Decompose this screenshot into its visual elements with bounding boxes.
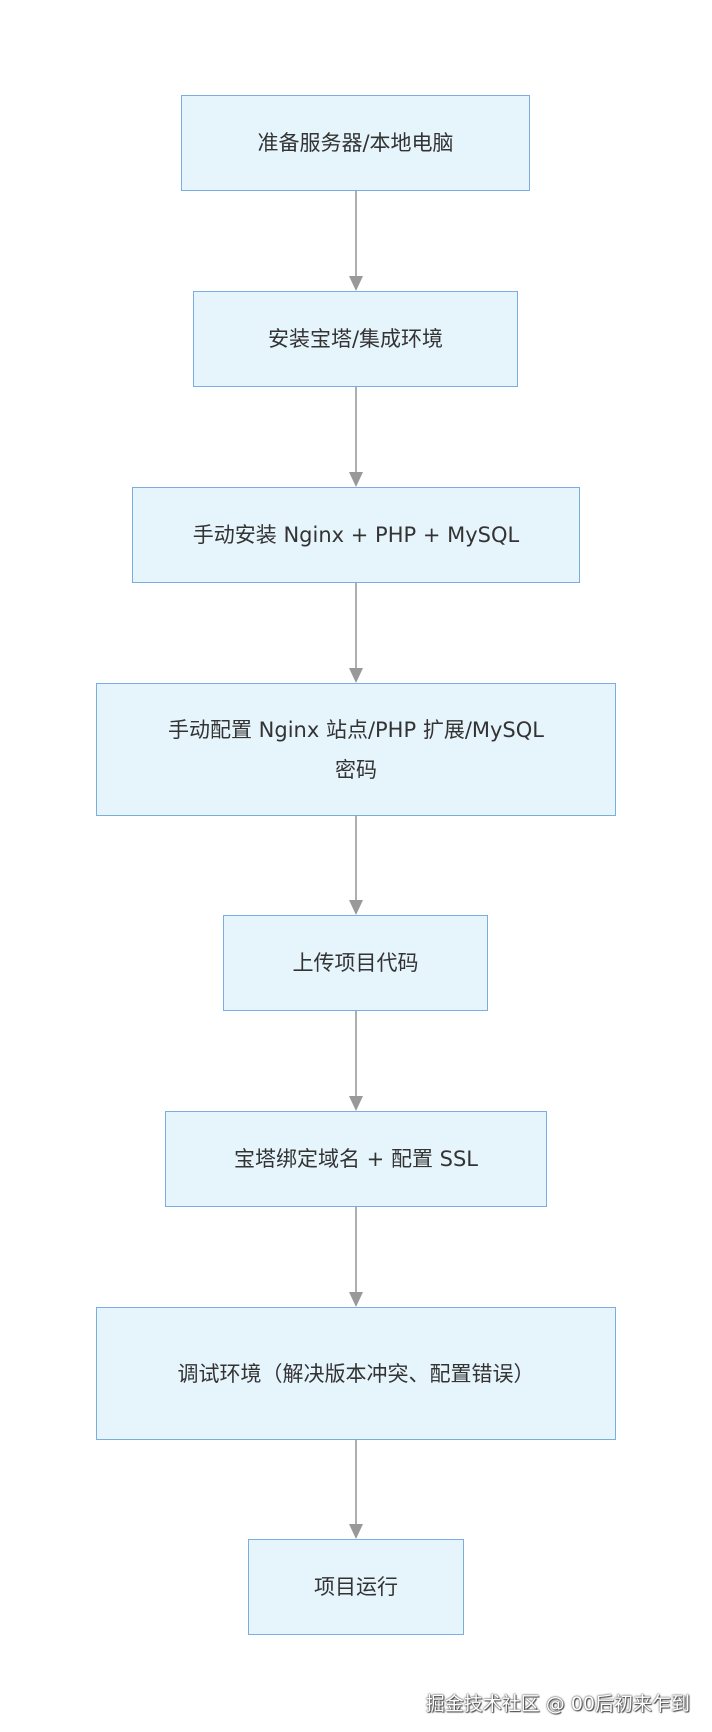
arrow-head-icon bbox=[349, 668, 363, 683]
step-configure-lnmp: 手动配置 Nginx 站点/PHP 扩展/MySQL 密码 bbox=[96, 683, 616, 816]
step-install-lnmp: 手动安装 Nginx + PHP + MySQL bbox=[132, 487, 580, 583]
step-label: 手动安装 Nginx + PHP + MySQL bbox=[192, 523, 520, 547]
step-label: 安装宝塔/集成环境 bbox=[267, 327, 444, 351]
step-label: 准备服务器/本地电脑 bbox=[257, 131, 454, 155]
step-upload-code: 上传项目代码 bbox=[223, 915, 488, 1011]
step-label: 上传项目代码 bbox=[292, 951, 419, 975]
arrow-head-icon bbox=[349, 1292, 363, 1307]
arrow-head-icon bbox=[349, 900, 363, 915]
arrow-head-icon bbox=[349, 1524, 363, 1539]
arrow-head-icon bbox=[349, 276, 363, 291]
arrow-head-icon bbox=[349, 1096, 363, 1111]
step-install-baota: 安装宝塔/集成环境 bbox=[193, 291, 518, 387]
step-project-running: 项目运行 bbox=[248, 1539, 464, 1635]
step-label: 宝塔绑定域名 + 配置 SSL bbox=[234, 1147, 478, 1171]
step-label: 手动配置 Nginx 站点/PHP 扩展/MySQL 密码 bbox=[167, 717, 544, 782]
step-label: 调试环境（解决版本冲突、配置错误） bbox=[177, 1361, 535, 1386]
arrow-head-icon bbox=[349, 472, 363, 487]
step-bind-domain-ssl: 宝塔绑定域名 + 配置 SSL bbox=[165, 1111, 547, 1207]
watermark: 掘金技术社区 @ 00后初来乍到 bbox=[425, 1693, 690, 1715]
step-debug-environment: 调试环境（解决版本冲突、配置错误） bbox=[96, 1307, 616, 1440]
step-prepare-server: 准备服务器/本地电脑 bbox=[181, 95, 530, 191]
step-label: 项目运行 bbox=[314, 1575, 398, 1599]
